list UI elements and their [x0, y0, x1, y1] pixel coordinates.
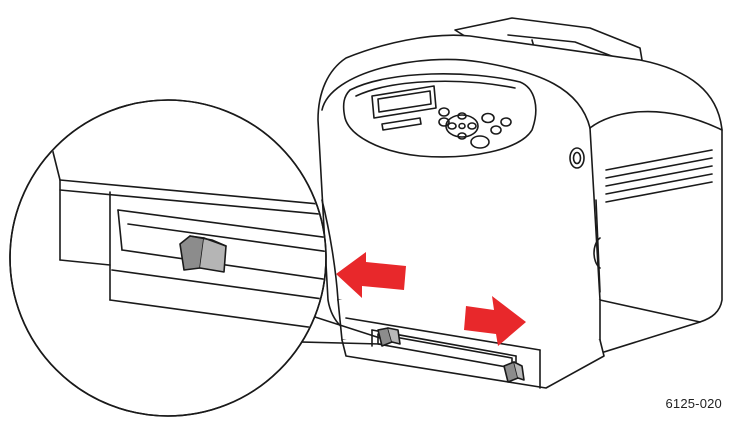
zoomed-tray-detail [49, 139, 325, 331]
arrow-left-icon [336, 252, 406, 298]
arrow-right-icon [464, 296, 526, 346]
paper-tray [337, 299, 605, 389]
control-panel [371, 85, 512, 149]
figure-id-label: 6125-020 [665, 396, 722, 411]
magnifier-ring [9, 99, 327, 417]
